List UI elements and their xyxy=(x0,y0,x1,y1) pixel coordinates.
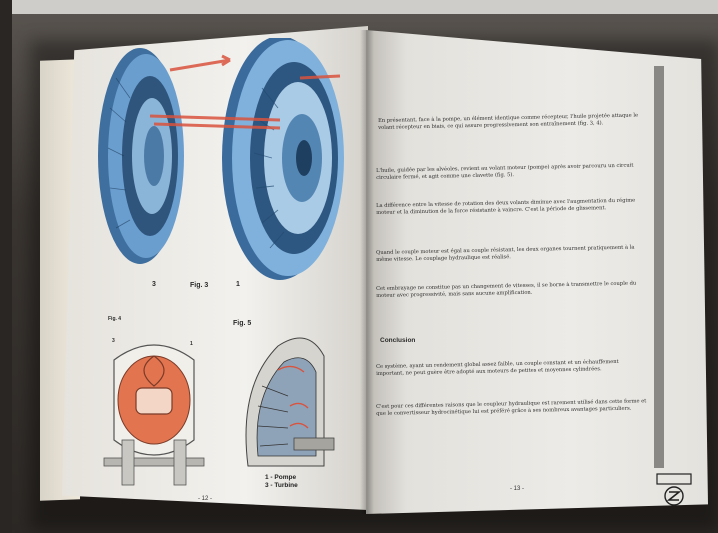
book-gutter xyxy=(360,30,374,514)
margin-bar xyxy=(654,66,664,468)
publisher-logo-icon xyxy=(655,472,695,508)
fig4-number-3: 3 xyxy=(112,338,115,344)
background-edge xyxy=(0,0,12,533)
figure-legend: 1 - Pompe 3 - Turbine xyxy=(265,474,298,490)
legend-turbine: 3 - Turbine xyxy=(265,482,298,490)
fig3-illustration xyxy=(80,38,360,298)
fig5-caption: Fig. 5 xyxy=(233,320,251,327)
fig4-number-1: 1 xyxy=(190,341,193,347)
legend-pump: 1 - Pompe xyxy=(265,474,298,482)
fig3-number-3: 3 xyxy=(152,281,156,288)
fig3-caption: Fig. 3 xyxy=(190,282,208,289)
conclusion-heading: Conclusion xyxy=(380,337,415,344)
right-page-number: - 13 - xyxy=(510,486,524,492)
fig3-number-1: 1 xyxy=(236,281,240,288)
fig4-cutaway-diagram xyxy=(94,330,214,490)
left-page-number: - 12 - xyxy=(198,496,212,502)
fig4-caption: Fig. 4 xyxy=(108,316,121,322)
background-strip xyxy=(0,0,718,14)
fig5-turbine-section xyxy=(228,326,338,476)
